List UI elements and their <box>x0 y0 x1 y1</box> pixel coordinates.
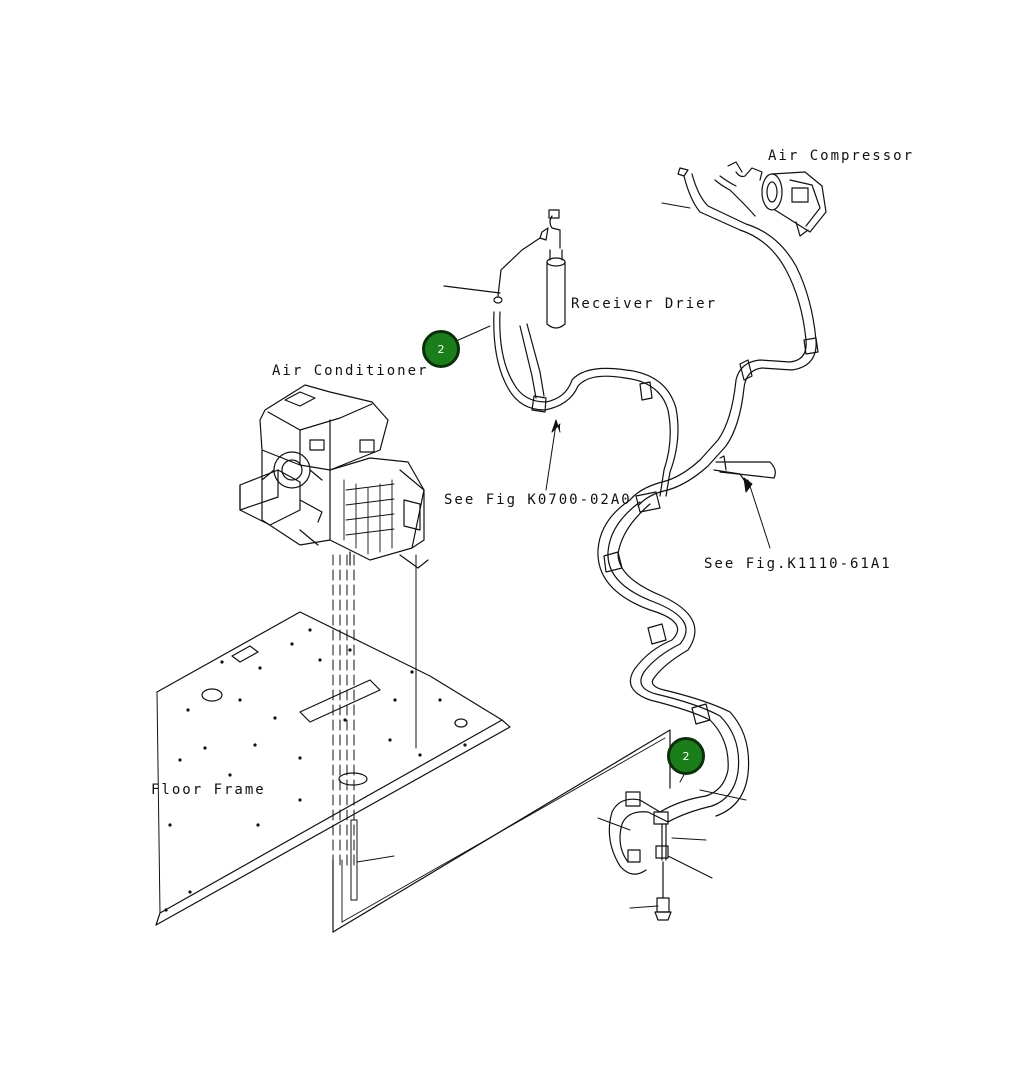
hose-bundle-main <box>597 491 750 817</box>
part-callout-2-upper[interactable]: 2 <box>422 330 460 368</box>
receiver-drier <box>443 209 566 329</box>
floor-frame-plate <box>155 611 511 926</box>
air-compressor <box>727 161 827 237</box>
receiver-drier-label: Receiver Drier <box>571 296 718 312</box>
callout-number: 2 <box>437 342 445 356</box>
frame-outline <box>332 729 671 933</box>
mounting-drop-lines <box>332 554 417 901</box>
hose-branch-right <box>713 455 776 481</box>
air-conditioner-unit <box>239 384 429 569</box>
bottom-fitting-assembly <box>608 791 713 921</box>
hose-compressor-side <box>629 167 819 507</box>
callout-number: 2 <box>682 749 690 763</box>
part-callout-2-lower[interactable]: 2 <box>667 737 705 775</box>
see-fig-k0700-label: See Fig K0700-02A0 <box>444 492 632 508</box>
floor-frame-label: Floor Frame <box>151 782 266 798</box>
see-fig-k1110-label: See Fig.K1110-61A1 <box>704 556 892 572</box>
hose-receiver-side <box>493 311 679 497</box>
air-compressor-label: Air Compressor <box>768 148 915 164</box>
air-conditioner-label: Air Conditioner <box>272 363 429 379</box>
